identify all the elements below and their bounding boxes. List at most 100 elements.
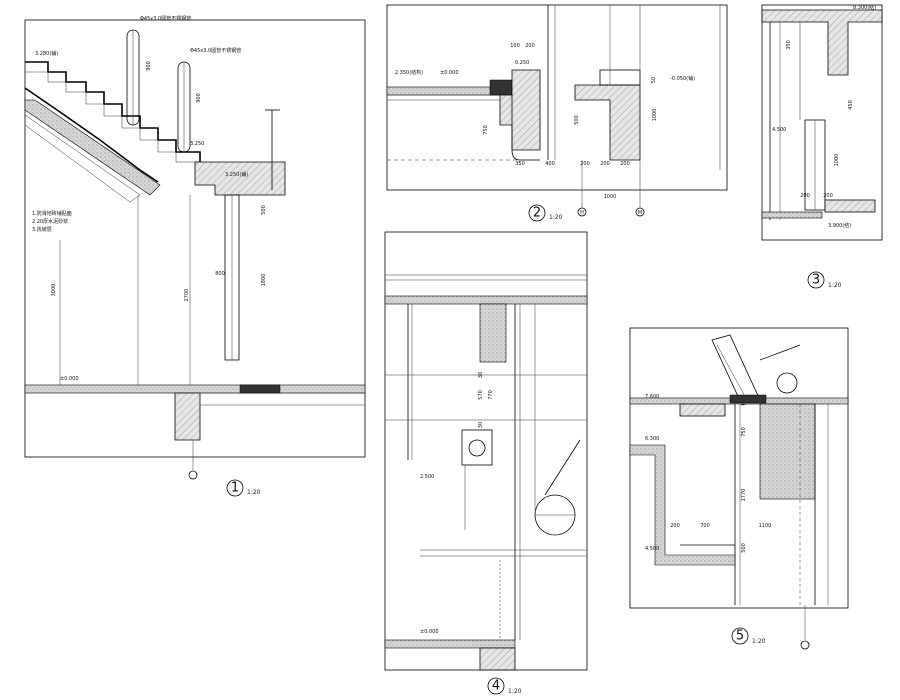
floor-slab (761, 211, 823, 219)
detail-5-number-circle (731, 627, 749, 645)
dim-text: 700 (700, 523, 710, 529)
axis-label: H (580, 210, 584, 216)
level-label: -0.050(铺) (670, 75, 695, 82)
dim-text: 1770 (741, 489, 747, 502)
stair-nosing-line (25, 61, 285, 181)
dim-text: 570 (478, 390, 484, 400)
wall-mass (759, 403, 816, 500)
stair-stringer (24, 99, 161, 196)
level-label: 3.900(结) (828, 222, 851, 229)
detail-3-number-circle (807, 271, 825, 289)
axis-bubble (188, 470, 198, 480)
beam-4 (479, 303, 507, 363)
dim-text: 200 (620, 161, 630, 167)
dim-text: 1000 (834, 154, 840, 167)
detail-2-number: 2 (533, 206, 541, 221)
detail-4-number-circle (487, 677, 505, 695)
detail-2: 100 200 350 400 200 200 200 1000 1000 50… (386, 4, 728, 222)
landing-slab (194, 161, 286, 196)
floor-layer (199, 392, 366, 406)
rail-spec-label-a: Φ45x3.0圆管不锈钢管 (140, 15, 191, 22)
axis-bubble (800, 640, 810, 650)
dim-text: 30 (478, 422, 484, 428)
level-label: 2.500 (420, 474, 434, 480)
footing-4 (479, 647, 516, 671)
dim-text: 100 (510, 43, 520, 49)
floor-slab-4 (384, 639, 516, 649)
detail-5-frame (629, 327, 849, 609)
detail-5-number: 5 (736, 629, 744, 644)
level-label: ±0.000 (440, 70, 459, 76)
support-arm (544, 439, 581, 496)
level-label: ±0.000 (420, 629, 439, 635)
dim-text: 450 (848, 100, 854, 110)
dim-text: 50 (651, 77, 657, 83)
detail-2-frame (386, 4, 728, 191)
dim-text: 30 (478, 372, 484, 378)
dim-text: 1100 (759, 523, 772, 529)
detail-2-scale: 1:20 (549, 214, 563, 221)
gutter-profile (511, 95, 540, 161)
dim-text: 750 (483, 125, 489, 135)
level-label: 7.600 (645, 394, 659, 400)
axis-bubble (577, 207, 587, 217)
detail-1-number-circle (226, 479, 244, 497)
actuator-arm (759, 344, 801, 361)
hinge-roller (776, 372, 798, 394)
roof-slab (384, 295, 588, 305)
note-label: 3.找坡层 (32, 226, 52, 233)
detail-1-frame (24, 19, 366, 458)
detail-1: 900 900 500 800 1800 2700 3000 Φ45x3.0圆管… (24, 15, 366, 497)
detail-1-scale: 1:20 (247, 489, 261, 496)
threshold (239, 384, 281, 394)
note-label: 2.20厚水泥砂浆 (32, 218, 68, 225)
skylight-frame (711, 334, 761, 406)
dim-text: 200 (670, 523, 680, 529)
dim-text: 200 (525, 43, 535, 49)
parapet (599, 69, 641, 86)
stair-finish-line (25, 71, 200, 163)
axis-bubble (635, 207, 645, 217)
detail-4: 570 770 30 30 2.500 ±0.000 4 1:20 (384, 231, 588, 695)
top-beam (761, 9, 883, 76)
dim-text: 3000 (51, 284, 57, 297)
stair-soffit-line (24, 87, 159, 183)
detail-4-scale: 1:20 (508, 688, 522, 695)
dim-text: 200 (823, 193, 833, 199)
level-label: 3.280(铺) (35, 50, 58, 57)
dim-text: 500 (261, 205, 267, 215)
detail-3-scale: 1:20 (828, 282, 842, 289)
level-label: 8.300(结) (853, 4, 876, 11)
dim-text: 500 (574, 115, 580, 125)
skylight-glazing (716, 344, 749, 403)
level-label: 3.250 (190, 141, 204, 147)
pulley-housing (461, 429, 493, 466)
ground-slab (24, 384, 366, 394)
curb (489, 79, 513, 96)
level-label: 4.500 (772, 127, 786, 133)
detail-3: 200 1000 200 350 450 8.300(结) 4.500 3.90… (761, 4, 883, 289)
level-label: 6.300 (645, 436, 659, 442)
dim-text: 750 (741, 427, 747, 437)
level-label: ±0.000 (60, 376, 79, 382)
level-label: 4.500 (645, 546, 659, 552)
dim-text: 200 (600, 161, 610, 167)
dim-text: 770 (488, 390, 494, 400)
pulley (468, 439, 486, 457)
axis-label: M (638, 210, 642, 216)
dim-text: 350 (786, 40, 792, 50)
dim-text: 900 (146, 61, 152, 71)
detail-1-number: 1 (231, 481, 239, 496)
detail-3-number: 3 (812, 273, 820, 288)
detail-5: 750 1770 500 200 700 1100 7.600 6.300 4.… (629, 327, 849, 650)
floor-finish-left (386, 94, 513, 101)
dim-text: 200 (800, 193, 810, 199)
dim-text: 200 (580, 161, 590, 167)
dim-text: 2700 (184, 289, 190, 302)
upstand (679, 403, 726, 417)
level-label: 2.350(结构) (395, 69, 423, 76)
note-label: 1.防滑地砖铺贴面 (32, 210, 72, 217)
detail-3-frame (761, 4, 883, 241)
sill-slab (824, 199, 876, 213)
